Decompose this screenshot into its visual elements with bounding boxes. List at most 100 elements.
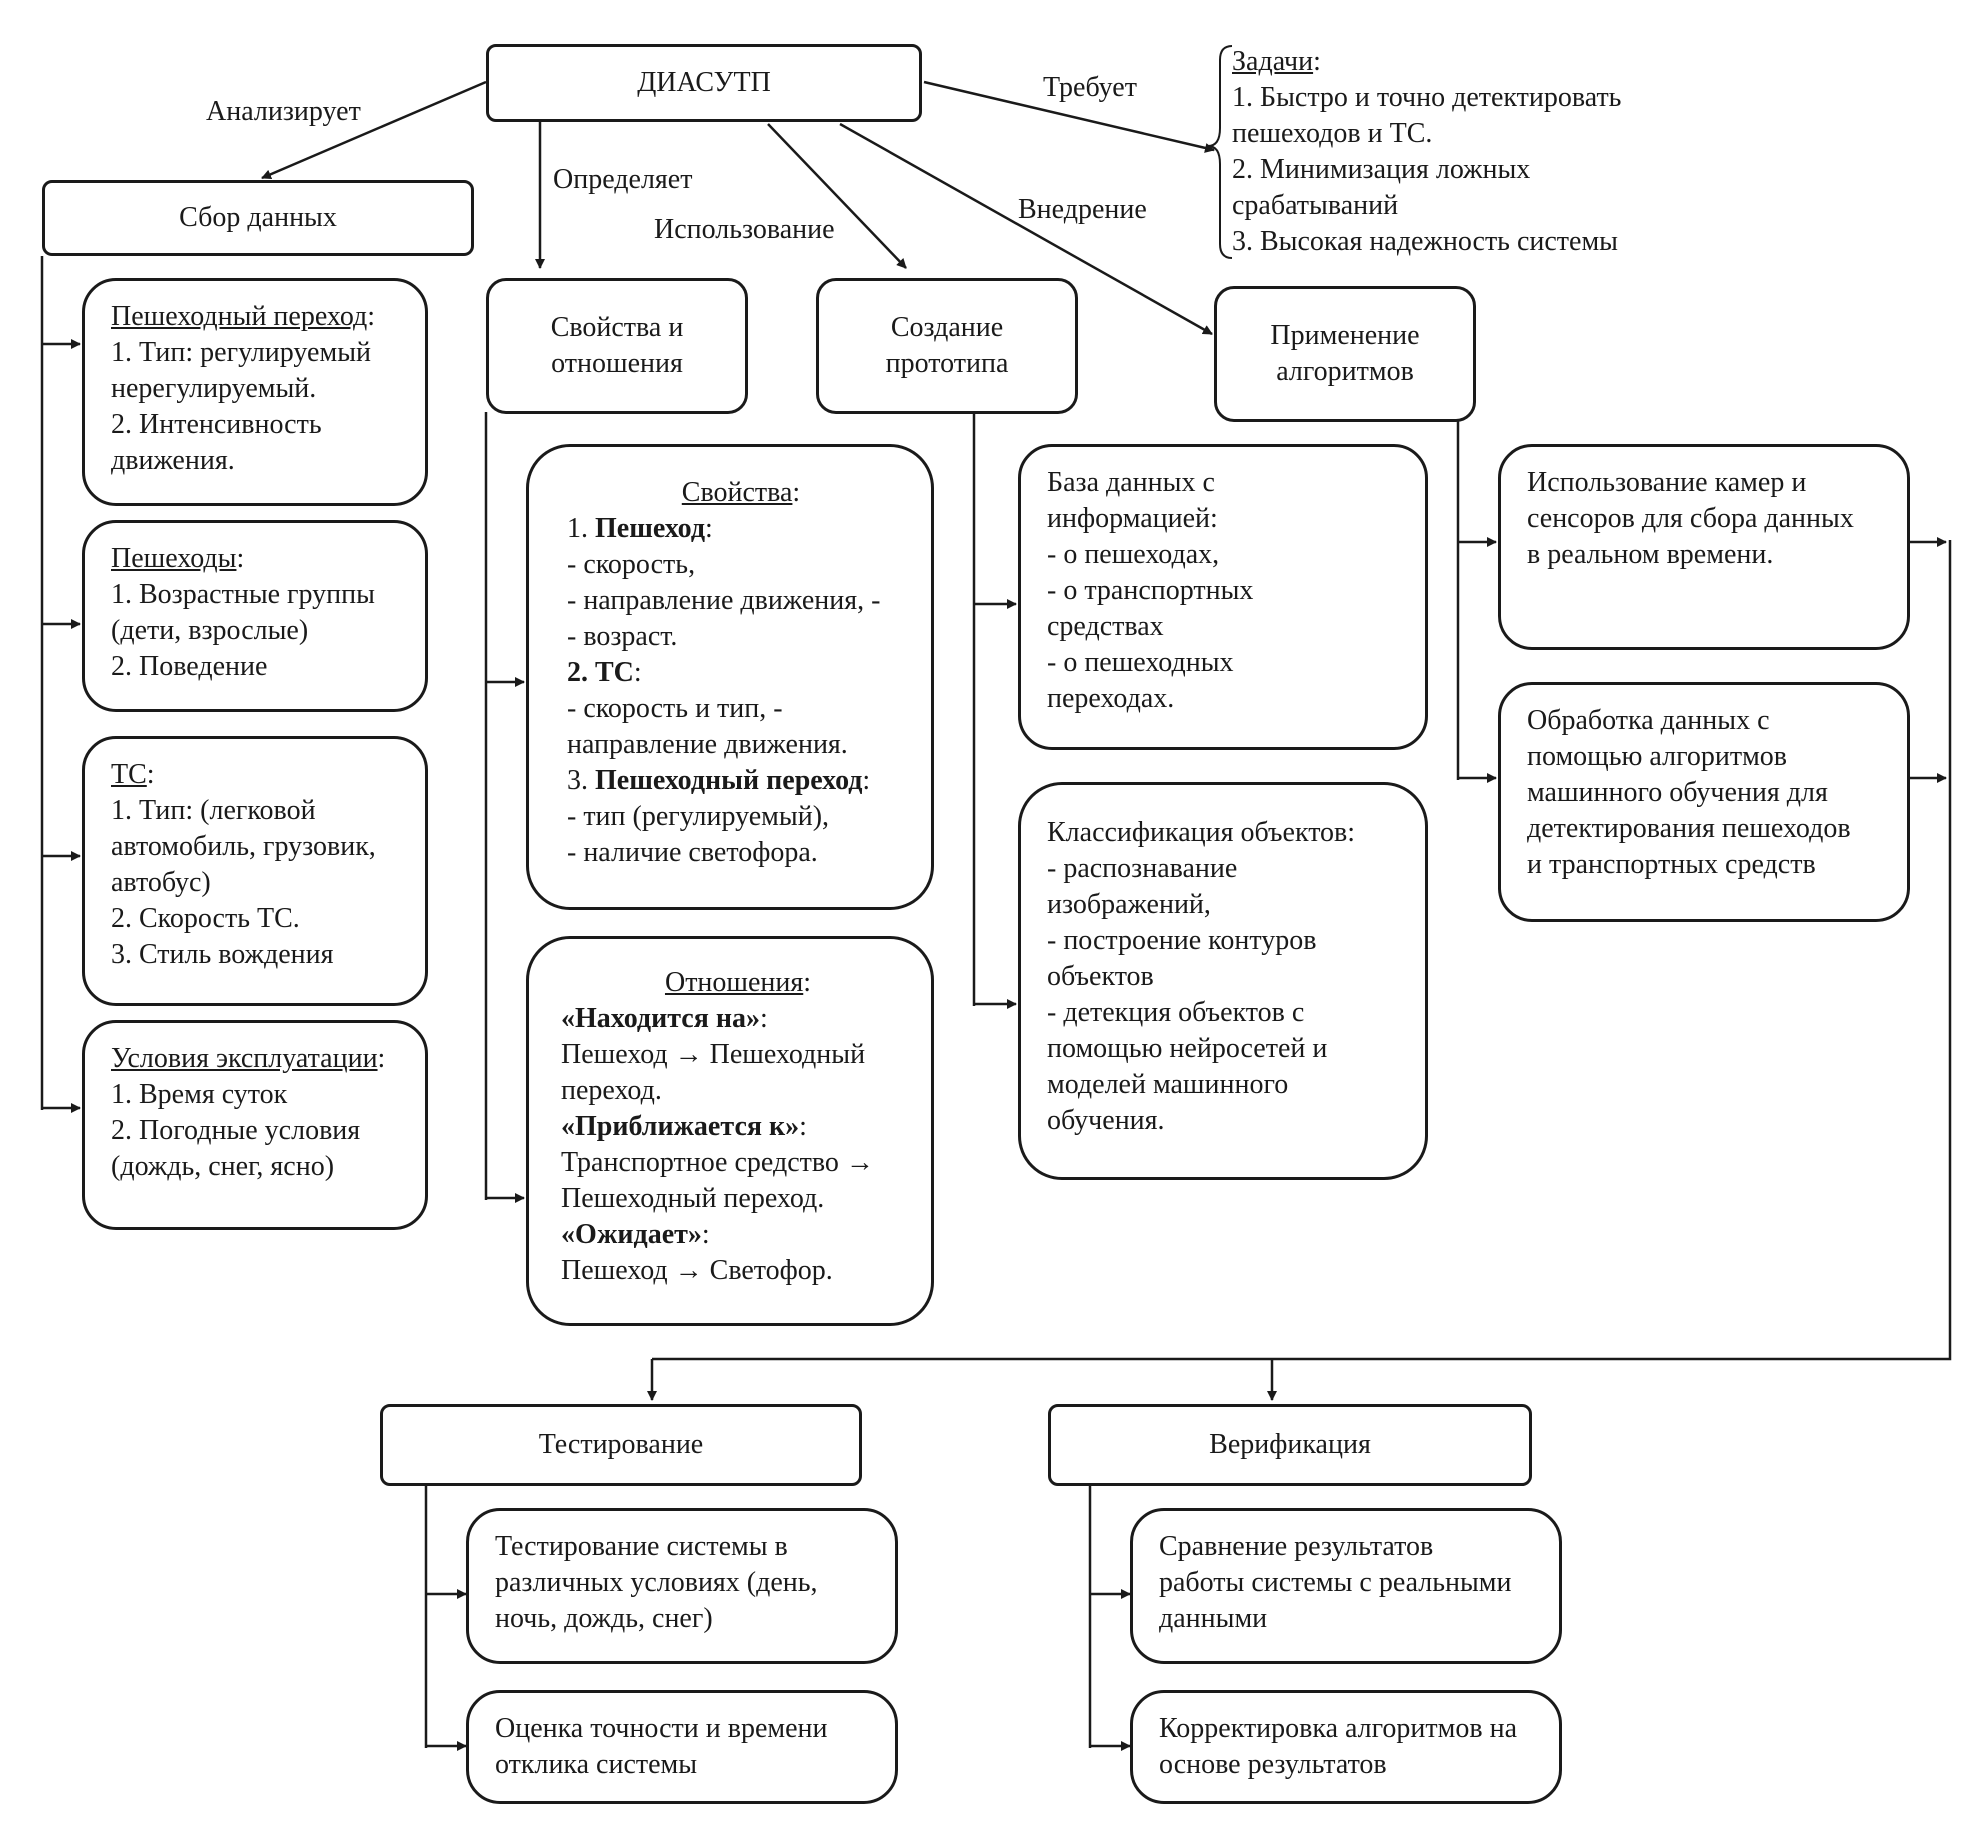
properties-relations-node: Свойства и отношения [486,278,748,414]
classification-box: Классификация объектов: - распознавание … [1018,782,1428,1180]
vehicles-line: 1. Тип: (легковой [111,795,316,826]
prototype-title: Создание [890,312,1004,343]
relations-line: Транспортное средство → [561,1147,874,1178]
classification-line: помощью нейросетей и [1047,1033,1328,1064]
conditions-line: 2. Погодные условия [111,1115,361,1146]
relations-title: Отношения [664,967,804,998]
algorithms-node: Применение алгоритмов [1214,286,1476,422]
processing-line: детектирования пешеходов [1527,813,1851,844]
edge-label-usage: Использование [654,214,835,245]
testing-conditions-box: Тестирование системы в различных условия… [466,1508,898,1664]
classification-line: моделей машинного [1047,1069,1289,1100]
conditions-box: Условия эксплуатации: 1. Время суток 2. … [82,1020,428,1230]
conditions-line: 1. Время суток [111,1079,288,1110]
prototype-node: Создание прототипа [816,278,1078,414]
database-line: - о транспортных [1047,575,1254,606]
properties-line: - направление движения, - [567,585,881,616]
crossing-box: Пешеходный переход: 1. Тип: регулируемый… [82,278,428,506]
loop-connector [652,540,1952,1361]
pedestrians-title: Пешеходы [111,543,237,574]
database-line: База данных с [1047,467,1215,498]
conditions-line: (дождь, снег, ясно) [111,1151,335,1182]
cameras-line: Использование камер и [1527,467,1807,498]
edge-label-defines: Определяет [553,164,693,195]
verification-line: основе результатов [1159,1749,1387,1780]
classification-line: Классификация объектов: [1047,817,1356,848]
edge-label-analyzes: Анализирует [206,96,361,127]
properties-number: 1. [567,513,595,544]
database-line: средствах [1047,611,1164,642]
processing-line: и транспортных средств [1527,849,1816,880]
classification-line: - построение контуров [1047,925,1317,956]
relation-waiting: «Ожидает» [561,1219,702,1250]
properties-number: 3. [567,765,595,796]
edge-label-requires: Требует [1043,72,1137,103]
testing-title: Тестирование [538,1429,704,1460]
relation-located-on: «Находится на» [561,1003,761,1034]
processing-line: помощью алгоритмов [1527,741,1788,772]
verification-adjust-box: Корректировка алгоритмов на основе резул… [1130,1690,1562,1804]
processing-line: Обработка данных с [1527,705,1770,736]
properties-relations-title: Свойства и [550,312,684,343]
testing-line: различных условиях (день, [495,1567,818,1598]
crossing-line: 2. Интенсивность [111,409,322,440]
properties-crossing-heading: Пешеходный переход [595,765,863,796]
properties-line: - скорость, [567,549,696,580]
verification-node: Верификация [1048,1404,1532,1486]
relation-approaching: «Приближается к» [561,1111,800,1142]
database-line: переходах. [1047,683,1175,714]
classification-line: объектов [1047,961,1154,992]
testing-line: ночь, дождь, снег) [495,1603,713,1634]
vehicles-line: автомобиль, грузовик, [111,831,376,862]
tasks-title: Задачи [1232,46,1314,77]
conditions-title: Условия эксплуатации [111,1043,378,1074]
properties-pedestrian-heading: Пешеход [595,513,706,544]
pedestrians-line: 2. Поведение [111,651,268,682]
database-line: - о пешеходах, [1047,539,1220,570]
cameras-box: Использование камер и сенсоров для сбора… [1498,444,1910,650]
vehicles-line: 3. Стиль вождения [111,939,334,970]
properties-line: направление движения. [567,729,848,760]
cameras-line: в реальном времени. [1527,539,1774,570]
crossing-title: Пешеходный переход [111,301,368,332]
properties-box: Свойства: 1. Пешеход: - скорость, - напр… [526,444,934,910]
tasks-line: срабатываний [1232,190,1399,221]
database-line: - о пешеходных [1047,647,1234,678]
testing-line: Тестирование системы в [495,1531,788,1562]
testing-accuracy-box: Оценка точности и времени отклика систем… [466,1690,898,1804]
verification-line: работы системы с реальными [1159,1567,1512,1598]
testing-line: отклика системы [495,1749,698,1780]
edge-deployment [839,122,1213,336]
properties-line: - возраст. [567,621,678,652]
tasks-line: пешеходов и ТС. [1232,118,1433,149]
testing-node: Тестирование [380,1404,862,1486]
algorithms-title: алгоритмов [1276,356,1414,387]
pedestrians-line: (дети, взрослые) [111,615,309,646]
edge-requires [923,80,1215,153]
properties-vehicle-heading: 2. ТС [567,657,634,688]
properties-title: Свойства [681,477,793,508]
vehicles-line: 2. Скорость ТС. [111,903,300,934]
tasks-block: Задачи: 1. Быстро и точно детектировать … [1232,44,1621,260]
processing-box: Обработка данных с помощью алгоритмов ма… [1498,682,1910,922]
edge-analyzes [261,80,487,180]
root-label: ДИАСУТП [637,67,771,98]
properties-line: - скорость и тип, - [567,693,783,724]
processing-line: машинного обучения для [1527,777,1828,808]
root-node: ДИАСУТП [486,44,922,122]
tasks-line: 3. Высокая надежность системы [1232,226,1618,257]
verification-compare-box: Сравнение результатов работы системы с р… [1130,1508,1562,1664]
classification-line: - детекция объектов с [1047,997,1305,1028]
verification-line: данными [1159,1603,1268,1634]
relations-box: Отношения: «Находится на»: Пешеход → Пеш… [526,936,934,1326]
pedestrians-line: 1. Возрастные группы [111,579,375,610]
crossing-line: нерегулируемый. [111,373,317,404]
relations-line: Пешеходный переход. [561,1183,825,1214]
classification-line: изображений, [1047,889,1211,920]
relations-line: Пешеход → Светофор. [561,1255,833,1286]
vehicles-box: ТС: 1. Тип: (легковой автомобиль, грузов… [82,736,428,1006]
data-collection-title: Сбор данных [179,202,337,233]
crossing-line: движения. [111,445,235,476]
edge-usage [767,123,907,269]
data-collection-node: Сбор данных [42,180,474,256]
